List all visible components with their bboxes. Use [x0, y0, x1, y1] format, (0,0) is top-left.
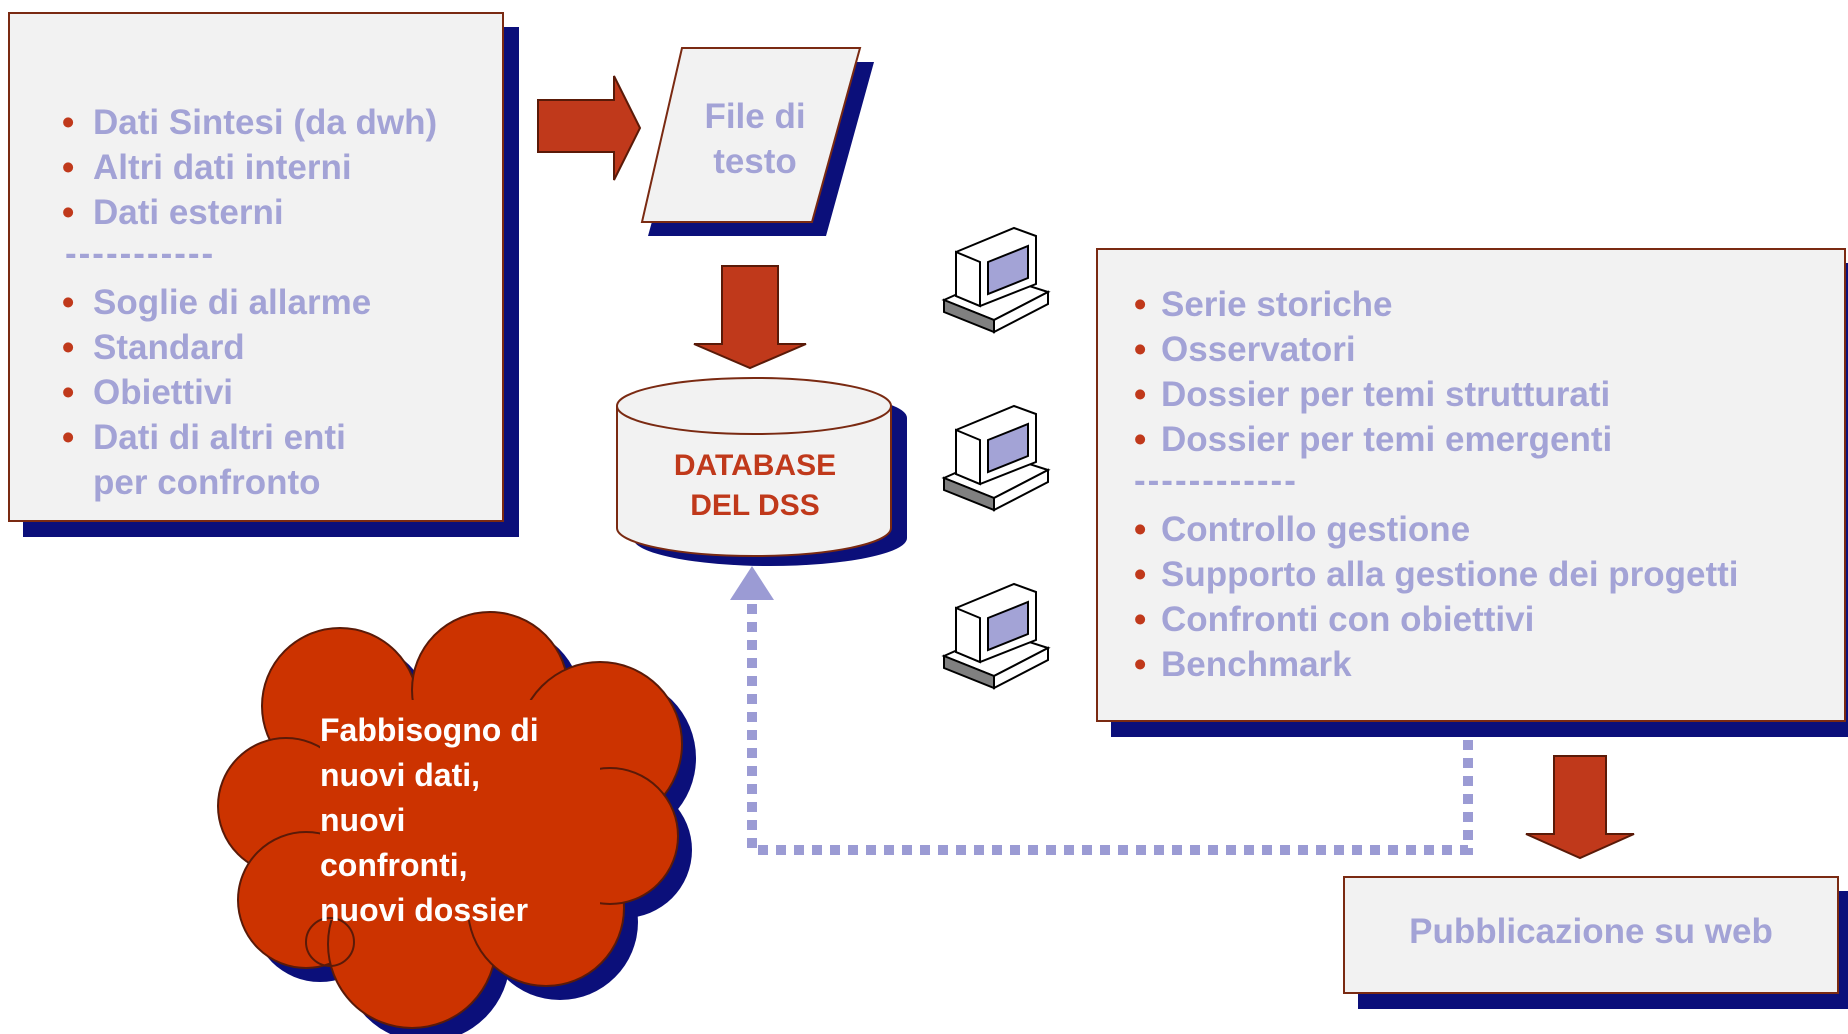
list-item: •Supporto alla gestione dei progetti: [1134, 555, 1739, 594]
database-node-line: DATABASE: [673, 449, 837, 482]
cloud-shape: [217, 611, 696, 1034]
cloud-label: Fabbisogno di nuovi dati, nuovi confront…: [320, 708, 620, 933]
list-item: •Controllo gestione: [1134, 510, 1471, 549]
publication-label: Pubblicazione su web: [1409, 912, 1773, 951]
list-item: •Serie storiche: [1134, 285, 1393, 324]
feedback-arrowhead: [730, 566, 774, 600]
publication-box: Pubblicazione su web: [1343, 876, 1839, 994]
arrow-to-publication: [1525, 755, 1635, 860]
list-item: •Altri dati interni: [62, 148, 352, 187]
outputs-list-top: •Serie storiche •Osservatori •Dossier pe…: [1098, 282, 1739, 462]
file-node-line: testo: [713, 142, 797, 181]
outputs-list-bottom: •Controllo gestione •Supporto alla gesti…: [1098, 507, 1739, 687]
list-item-continuation: per confronto: [93, 463, 321, 502]
list-item: •Benchmark: [1134, 645, 1352, 684]
file-shape: [640, 47, 862, 223]
cloud-line: confronti,: [320, 847, 468, 883]
data-sources-box: •Dati Sintesi (da dwh) •Altri dati inter…: [8, 12, 504, 522]
outputs-box: •Serie storiche •Osservatori •Dossier pe…: [1096, 248, 1846, 722]
arrow-to-file: [537, 75, 642, 181]
list-separator: -----------: [65, 234, 216, 273]
cloud-line: nuovi dossier: [320, 892, 529, 928]
list-item: •Confronti con obiettivi: [1134, 600, 1535, 639]
data-sources-list-bottom: •Soglie di allarme •Standard •Obiettivi …: [10, 280, 437, 460]
file-node-line: File di: [704, 97, 806, 136]
cloud-line: nuovi: [320, 802, 406, 838]
file-node-label: File di testo: [690, 94, 820, 184]
list-item: •Dossier per temi strutturati: [1134, 375, 1611, 414]
database-node-label: DATABASE DEL DSS: [630, 446, 880, 526]
list-item: •Standard: [62, 328, 245, 367]
list-item: •Soglie di allarme: [62, 283, 372, 322]
feedback-dotted-line: [747, 594, 1473, 855]
cloud-line: Fabbisogno di: [320, 712, 539, 748]
list-item: •Dossier per temi emergenti: [1134, 420, 1613, 459]
arrow-to-database: [693, 265, 807, 370]
list-item: •Dati Sintesi (da dwh): [62, 103, 438, 142]
computer-icon-3: [941, 582, 1051, 690]
computer-icon-2: [941, 404, 1051, 512]
computer-icon-1: [941, 226, 1051, 334]
list-item: •Osservatori: [1134, 330, 1356, 369]
list-item: •Dati di altri enti: [62, 418, 346, 457]
cloud-line: nuovi dati,: [320, 757, 480, 793]
list-item: •Obiettivi: [62, 373, 234, 412]
list-separator: ------------: [1134, 461, 1298, 500]
list-item: •Dati esterni: [62, 193, 284, 232]
database-cylinder: [616, 377, 907, 566]
database-node-line: DEL DSS: [690, 489, 820, 522]
data-sources-list-top: •Dati Sintesi (da dwh) •Altri dati inter…: [10, 100, 437, 235]
